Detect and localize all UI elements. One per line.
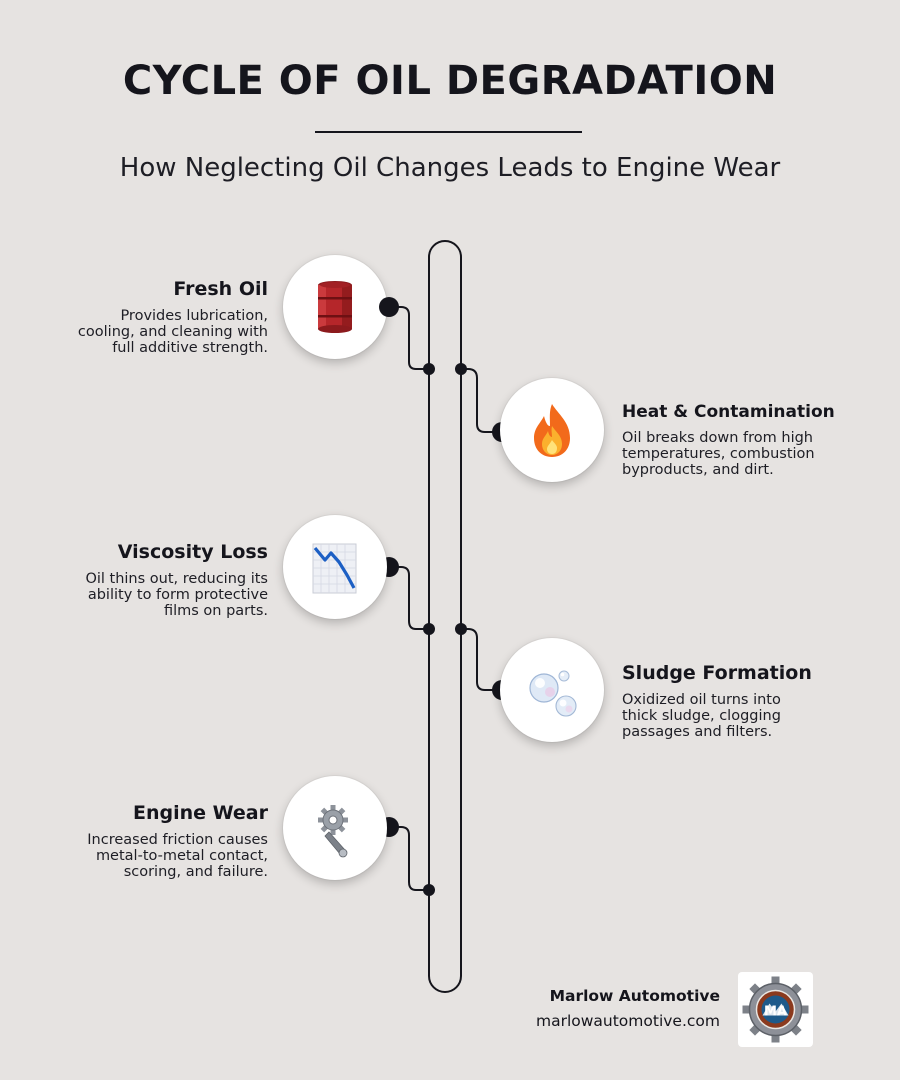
stage-viscosity-loss: Viscosity Loss Oil thins out, reducing i…: [18, 541, 268, 619]
connector-engine-wear: [389, 826, 429, 891]
page-subtitle: How Neglecting Oil Changes Leads to Engi…: [119, 153, 781, 183]
chart-decreasing-icon: [283, 515, 387, 619]
stage-fresh-oil: Fresh Oil Provides lubrication,cooling, …: [18, 278, 268, 356]
node-dot: [455, 623, 467, 635]
gear-logo-icon: MA: [738, 972, 813, 1047]
stage-title: Viscosity Loss: [117, 541, 268, 563]
page-title: CYCLE OF OIL DEGRADATION: [122, 58, 778, 104]
stage-description: Provides lubrication,cooling, and cleani…: [77, 308, 268, 356]
stage-title: Fresh Oil: [173, 278, 268, 300]
bubbles-icon: [500, 638, 604, 742]
cycle-track: [428, 240, 462, 993]
stage-heat-contamination: Heat & Contamination Oil breaks down fro…: [622, 402, 892, 478]
node-dot: [423, 363, 435, 375]
stage-title: Engine Wear: [132, 802, 268, 824]
gear-wrench-icon: [283, 776, 387, 880]
title-divider: [315, 131, 582, 133]
connector-viscosity: [389, 566, 429, 630]
stage-title: Sludge Formation: [622, 662, 812, 684]
connector-heat: [461, 368, 502, 433]
node-dot: [423, 884, 435, 896]
node-dot: [423, 623, 435, 635]
brand-url[interactable]: marlowautomotive.com: [535, 1012, 720, 1030]
fire-icon: [500, 378, 604, 482]
connector-sludge: [461, 628, 502, 691]
brand-name: Marlow Automotive: [549, 987, 720, 1005]
oil-barrel-icon: [283, 255, 387, 359]
connector-fresh-oil: [389, 306, 429, 370]
stage-title: Heat & Contamination: [622, 402, 835, 422]
logo-monogram: MA: [764, 1005, 787, 1020]
node-dot: [455, 363, 467, 375]
stage-sludge-formation: Sludge Formation Oxidized oil turns into…: [622, 662, 892, 740]
